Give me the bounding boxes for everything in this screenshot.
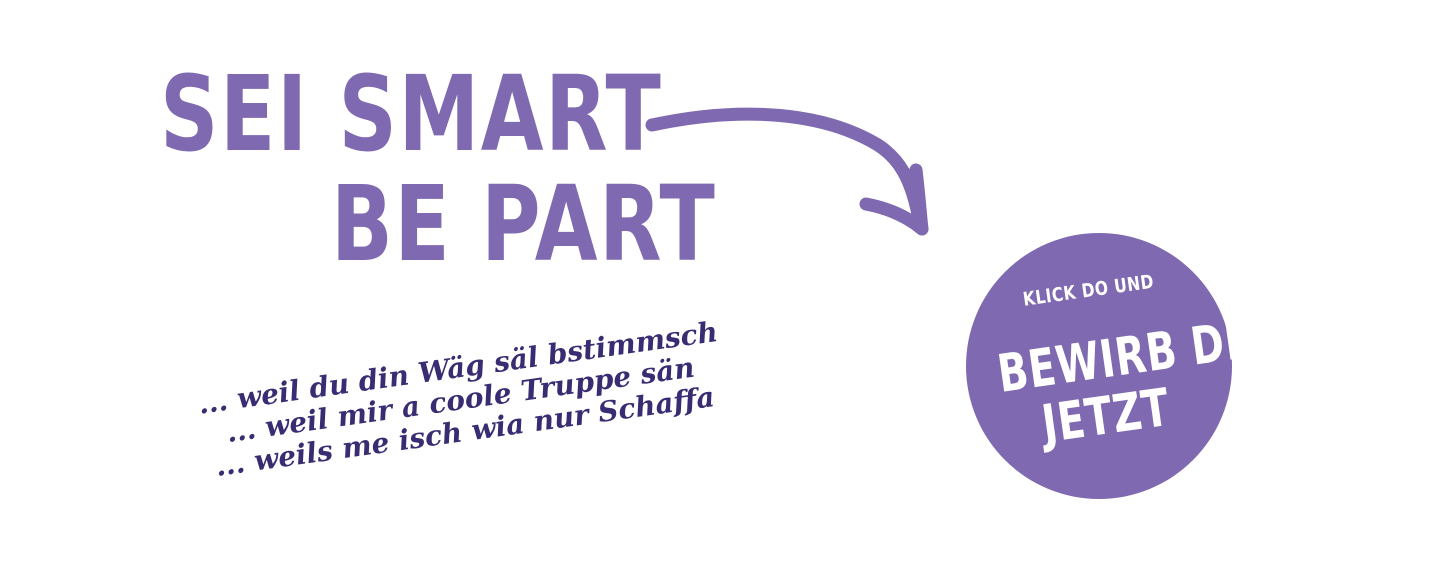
- apply-now-small-label: KLICK DO UND: [1021, 270, 1156, 311]
- apply-now-content: KLICK DO UND BEWIRB DI JETZT: [949, 216, 1249, 516]
- tagline-group: ... weil du din Wäg säl bstimmsch ... we…: [196, 315, 733, 548]
- headline-line-2: BE PART: [331, 163, 717, 285]
- headline-line-1: SEI SMART: [160, 53, 663, 175]
- apply-now-button[interactable]: KLICK DO UND BEWIRB DI JETZT: [966, 233, 1244, 499]
- curved-arrow-icon: [645, 107, 929, 236]
